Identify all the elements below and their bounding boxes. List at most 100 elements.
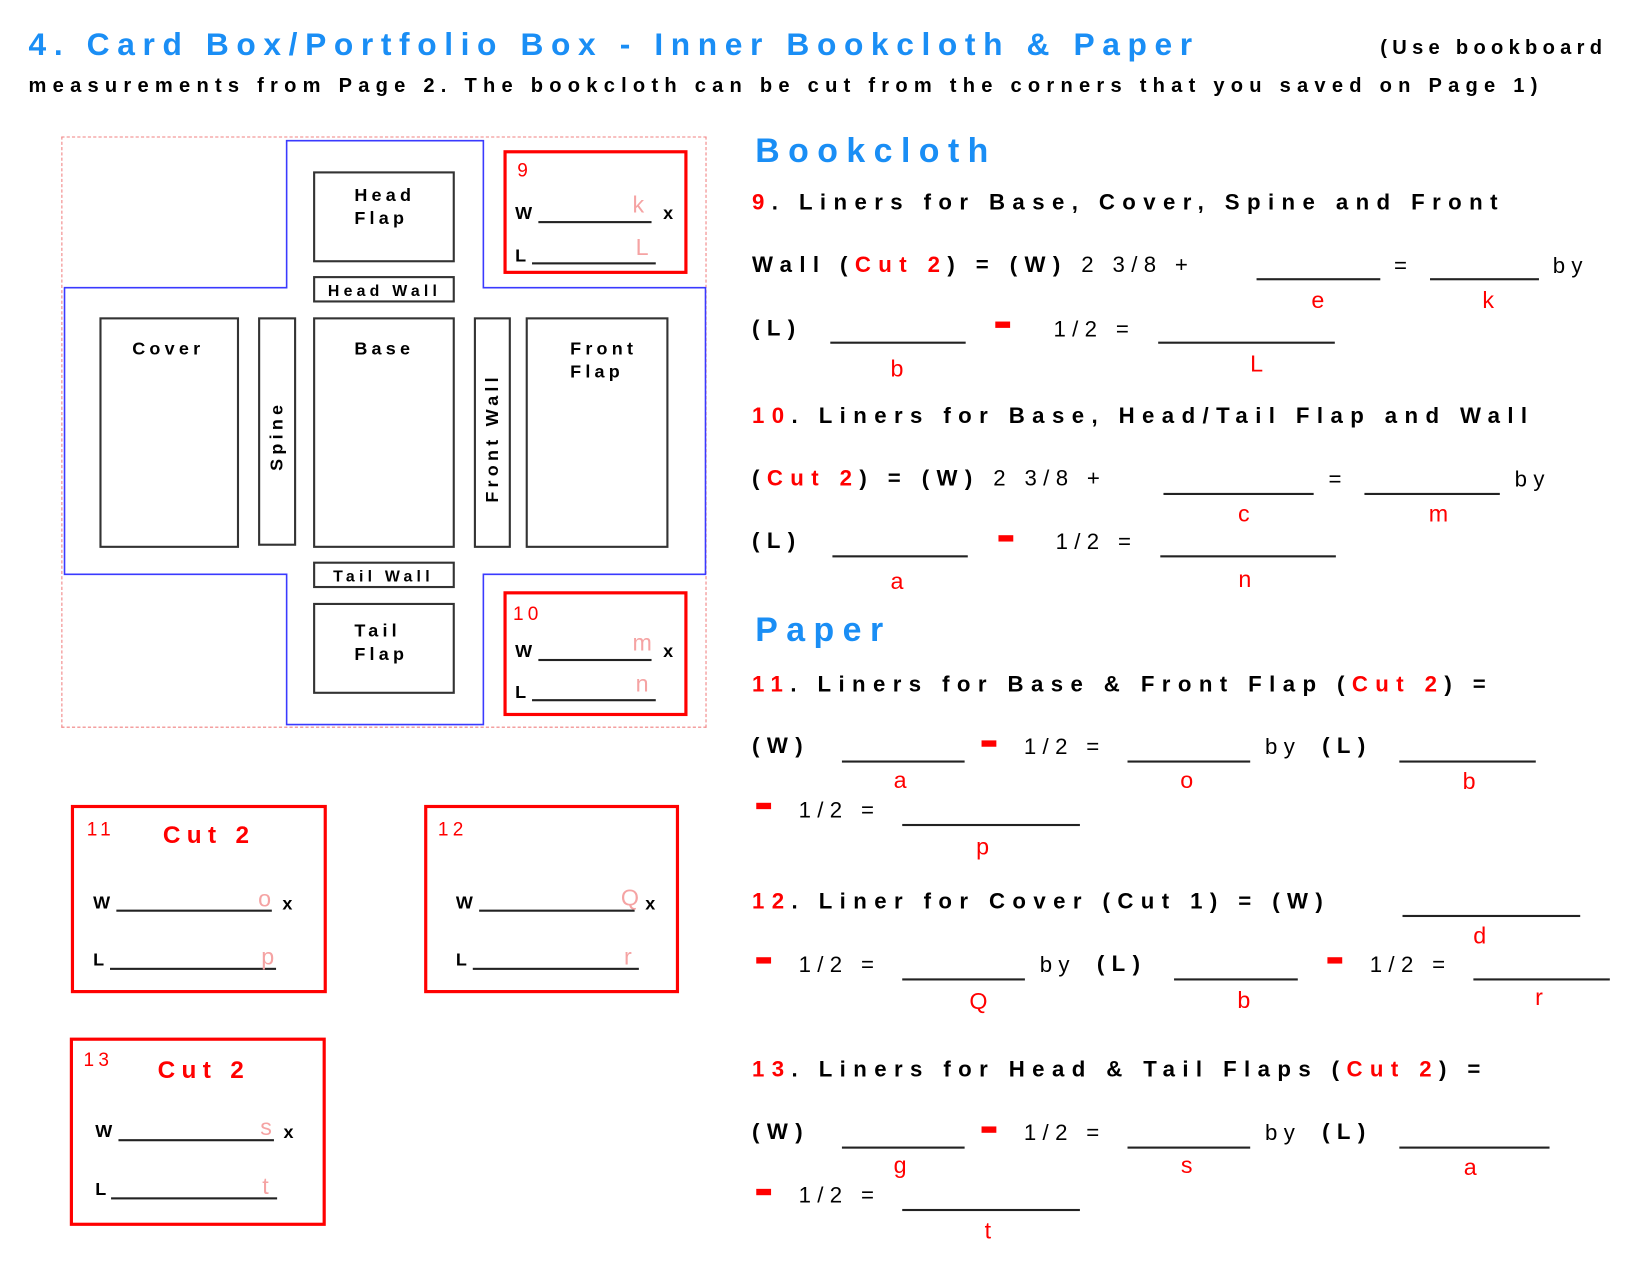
length-field[interactable] — [472, 967, 639, 970]
width-var: k — [632, 191, 645, 218]
q13-field-g[interactable] — [841, 1146, 965, 1149]
q13-text: . Liners for Head & Tail Flaps ( — [791, 1057, 1347, 1083]
width-field[interactable] — [118, 1139, 274, 1142]
head-wall-label: Head Wall — [327, 282, 442, 301]
q12-text: . Liner for Cover (Cut 1) = (W) — [791, 889, 1331, 914]
half-label: 1/2 = — [1369, 952, 1452, 978]
q9-row-width: Wall (Cut 2) = (W) 2 3/8 + — [752, 253, 1194, 278]
q9-cut: Cut 2 — [854, 252, 948, 278]
length-field[interactable] — [532, 262, 656, 265]
q11-cut: Cut 2 — [1351, 672, 1445, 698]
half-label: 1/2 = — [798, 952, 881, 978]
q10-var-m: m — [1428, 500, 1449, 527]
cover-label: Cover — [132, 338, 205, 359]
q12-var-Q: Q — [969, 987, 988, 1015]
q12-var-b: b — [1237, 986, 1251, 1014]
front-wall-label: Front Wall — [482, 373, 503, 503]
tail-flap-piece: Tail Flap — [313, 602, 455, 694]
width-label: W — [95, 1121, 113, 1142]
q9-var-k: k — [1482, 286, 1495, 314]
width-field[interactable] — [479, 909, 635, 912]
q10-field-c[interactable] — [1163, 492, 1314, 496]
half-label: 1/2 = — [1023, 1121, 1106, 1146]
q12-field-r[interactable] — [1473, 978, 1610, 981]
q10-title: 10. Liners for Base, Head/Tail Flap and … — [752, 404, 1534, 429]
tail-wall-piece: Tail Wall — [313, 561, 455, 589]
q10-title-text: . Liners for Base, Head/Tail Flap and Wa… — [791, 404, 1535, 429]
q13-field-t[interactable] — [902, 1208, 1080, 1212]
q10-text: ) = (W) — [859, 466, 980, 491]
width-label: (W) — [752, 734, 810, 759]
length-label: (L) — [1096, 951, 1148, 977]
measure-box-9: 9 W k x L L — [503, 150, 688, 274]
tail-flap-label: Tail — [354, 620, 401, 641]
q12-var-d: d — [1473, 922, 1487, 949]
times-label: x — [663, 203, 674, 224]
minus-icon — [995, 321, 1011, 328]
times-label: x — [282, 893, 293, 914]
by-label: by — [1552, 253, 1589, 279]
q13-field-s[interactable] — [1127, 1146, 1251, 1149]
q11-field-a[interactable] — [841, 760, 965, 763]
length-field[interactable] — [532, 699, 656, 702]
times-label: x — [283, 1122, 294, 1143]
q9-var-e: e — [1311, 286, 1325, 314]
width-label: W — [93, 892, 111, 913]
q11-field-b[interactable] — [1399, 760, 1536, 763]
cut-count: Cut 2 — [162, 820, 256, 849]
half-label: 1/2 = — [1053, 317, 1136, 342]
q9-field-e[interactable] — [1256, 278, 1381, 281]
length-label: (L) — [1322, 1120, 1373, 1145]
spine-piece: Spine — [258, 317, 297, 546]
page-title: 4. Card Box/Portfolio Box - Inner Bookcl… — [28, 27, 1200, 63]
length-field[interactable] — [111, 1197, 278, 1200]
cut-box-12: 12 W Q x L r — [424, 804, 680, 994]
q11-field-p[interactable] — [902, 823, 1080, 827]
q12-field-d[interactable] — [1402, 914, 1581, 918]
q11-var-b: b — [1462, 767, 1476, 795]
width-var: o — [258, 885, 272, 912]
q11-var-a: a — [893, 766, 907, 794]
q9-field-L[interactable] — [1158, 341, 1335, 344]
q10-field-n[interactable] — [1160, 555, 1336, 558]
length-var: p — [261, 943, 275, 970]
length-var: t — [262, 1172, 269, 1200]
q11-field-o[interactable] — [1127, 760, 1251, 763]
q9-title-text: . Liners for Base, Cover, Spine and Fron… — [771, 190, 1505, 215]
title-note-part2: measurements from Page 2. The bookcloth … — [28, 75, 1544, 98]
spine-label: Spine — [266, 400, 287, 471]
q9-field-b[interactable] — [830, 341, 966, 344]
q12-field-Q[interactable] — [902, 978, 1025, 981]
length-var: n — [635, 670, 649, 698]
width-label: (W) — [752, 1120, 810, 1145]
length-label: L — [455, 949, 467, 970]
q9-field-k[interactable] — [1430, 278, 1539, 281]
q12-number: 12 — [752, 889, 792, 914]
length-label: (L) — [1322, 734, 1373, 759]
q9-number: 9 — [752, 190, 772, 215]
by-label: by — [1265, 1121, 1302, 1146]
q10-field-a[interactable] — [832, 555, 968, 558]
width-label: W — [455, 892, 473, 913]
minus-icon — [756, 957, 772, 964]
q12-field-b[interactable] — [1174, 978, 1298, 981]
width-field[interactable] — [116, 909, 272, 912]
width-field[interactable] — [538, 221, 652, 224]
width-field[interactable] — [538, 658, 652, 662]
box-number: 9 — [517, 159, 533, 181]
half-label: 1/2 = — [798, 798, 881, 823]
q10-field-m[interactable] — [1364, 492, 1500, 496]
equals: = — [1328, 467, 1348, 492]
q9-text: Wall ( — [752, 252, 855, 278]
title-note-part1: (Use bookboard — [1380, 37, 1608, 60]
box-number: 13 — [83, 1049, 114, 1071]
length-field[interactable] — [110, 967, 277, 970]
half-label: 1/2 = — [1023, 735, 1106, 760]
q12-title: 12. Liner for Cover (Cut 1) = (W) — [752, 890, 1330, 915]
q13-field-a[interactable] — [1399, 1146, 1550, 1149]
q12-var-r: r — [1535, 983, 1543, 1011]
minus-icon — [1327, 957, 1343, 964]
box-number: 10 — [512, 602, 543, 625]
q11-text: ) = — [1444, 672, 1494, 698]
